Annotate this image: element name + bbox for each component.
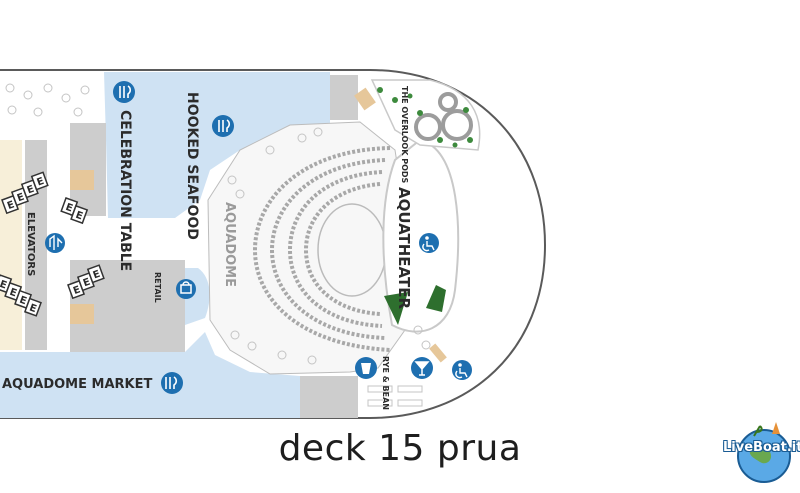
logo-text: LiveBoat.it	[723, 440, 800, 455]
seating-dots	[5, 83, 431, 407]
market-area	[0, 332, 300, 418]
svg-text:E: E	[18, 295, 28, 308]
left-cream-strip	[0, 140, 22, 350]
elevator-blocks-left: E E E E E E E E	[0, 171, 49, 317]
accessible-icon	[419, 233, 439, 253]
accessible-icon	[452, 360, 472, 380]
elevators-label: ELEVATORS	[25, 212, 36, 276]
plants	[377, 87, 473, 148]
liveboat-logo	[737, 422, 791, 483]
theater-stairs	[429, 343, 447, 363]
dining-icon	[113, 81, 135, 103]
upper-gray-block	[70, 123, 106, 216]
aquadome-label: AQUADOME	[222, 202, 237, 287]
svg-text:E: E	[36, 176, 46, 189]
green-area-left	[384, 292, 408, 325]
dining-icon	[212, 115, 234, 137]
coffee-icon	[355, 357, 377, 379]
elevator-blocks-right: E E E E E	[60, 197, 105, 300]
svg-text:E: E	[26, 184, 36, 197]
svg-text:E: E	[8, 287, 18, 300]
svg-text:E: E	[16, 192, 26, 205]
bottom-right-block	[300, 376, 358, 418]
retail-icon	[176, 279, 196, 299]
celebration-table-label: CELEBRATION TABLE	[117, 110, 133, 271]
svg-text:E: E	[72, 284, 82, 297]
svg-text:E: E	[92, 269, 102, 282]
retail-label: RETAIL	[153, 272, 162, 303]
dining-icon	[161, 372, 183, 394]
overlook-pods	[414, 92, 473, 141]
seafood-area	[104, 72, 330, 218]
svg-text:E: E	[6, 199, 16, 212]
rye-bean-label: RYE & BEAN	[381, 356, 390, 410]
hooked-seafood-label: HOOKED SEAFOOD	[184, 92, 200, 240]
stairs-upper	[70, 170, 94, 190]
green-area-right	[426, 285, 446, 312]
aquadome-market-label: AQUADOME MARKET	[2, 377, 152, 392]
top-right-block	[330, 75, 358, 120]
overlook-pods-label: THE OVERLOOK PODS	[400, 86, 409, 184]
svg-text:E: E	[0, 279, 8, 292]
svg-text:E: E	[82, 277, 92, 290]
overlook-stairs	[354, 87, 376, 111]
stairs-lower	[70, 304, 94, 324]
svg-text:E: E	[64, 202, 74, 215]
page-title: deck 15 prua	[278, 428, 522, 469]
svg-text:E: E	[74, 210, 84, 223]
cocktail-icon	[411, 357, 433, 379]
theater-seating	[252, 146, 391, 352]
elevator-icon	[45, 233, 65, 253]
aquatheater-label: AQUATHEATER	[395, 187, 413, 309]
aquatheater-pool	[382, 138, 460, 333]
svg-text:E: E	[28, 302, 38, 315]
